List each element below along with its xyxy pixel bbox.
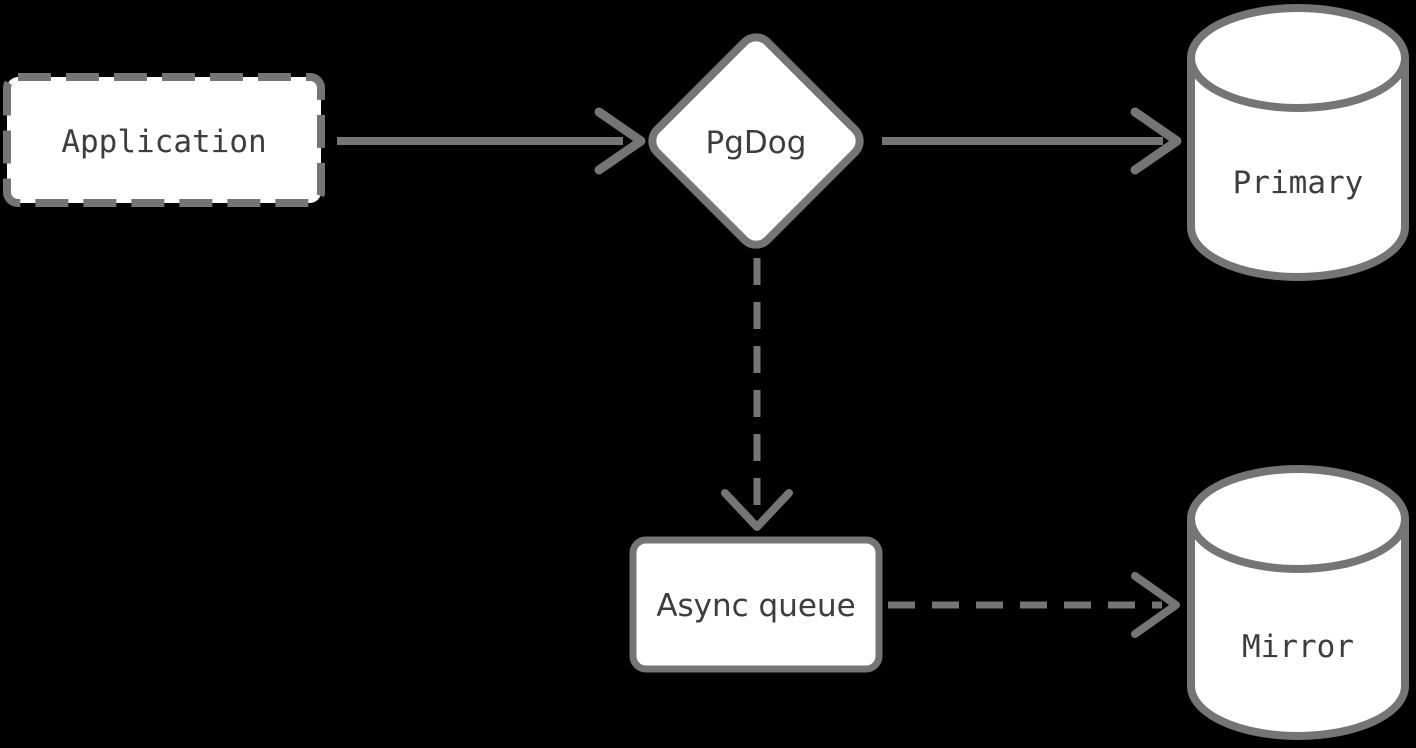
application-node: Application: [3, 73, 325, 207]
arrowhead-icon: [1130, 107, 1182, 175]
async-queue-box: [629, 536, 883, 673]
primary-cylinder-body: [1187, 58, 1409, 281]
mirror-db-node: Mirror: [1187, 465, 1409, 740]
edge-pgdog-to-async-queue: [721, 258, 793, 531]
edge-async-queue-to-mirror: [888, 572, 1180, 638]
primary-cylinder-top: [1187, 4, 1409, 112]
async-queue-node: Async queue: [629, 536, 883, 673]
arrowhead-icon: [721, 489, 793, 531]
mirror-label: Mirror: [1242, 629, 1354, 665]
mirror-cylinder-top: [1187, 465, 1409, 573]
application-label: Application: [61, 124, 266, 160]
arrowhead-icon: [1131, 572, 1180, 638]
primary-label: Primary: [1233, 165, 1364, 201]
async-queue-label: Async queue: [656, 588, 855, 624]
edge-pgdog-to-primary: [882, 107, 1182, 175]
primary-db-node: Primary: [1187, 4, 1409, 281]
arrowhead-icon: [594, 107, 646, 175]
application-box: [3, 73, 325, 207]
pgdog-diamond: [648, 33, 864, 249]
edge-application-to-pgdog: [337, 107, 646, 175]
pgdog-label: PgDog: [706, 125, 807, 161]
pgdog-node: PgDog: [648, 33, 864, 249]
mirror-cylinder-body: [1187, 519, 1409, 740]
